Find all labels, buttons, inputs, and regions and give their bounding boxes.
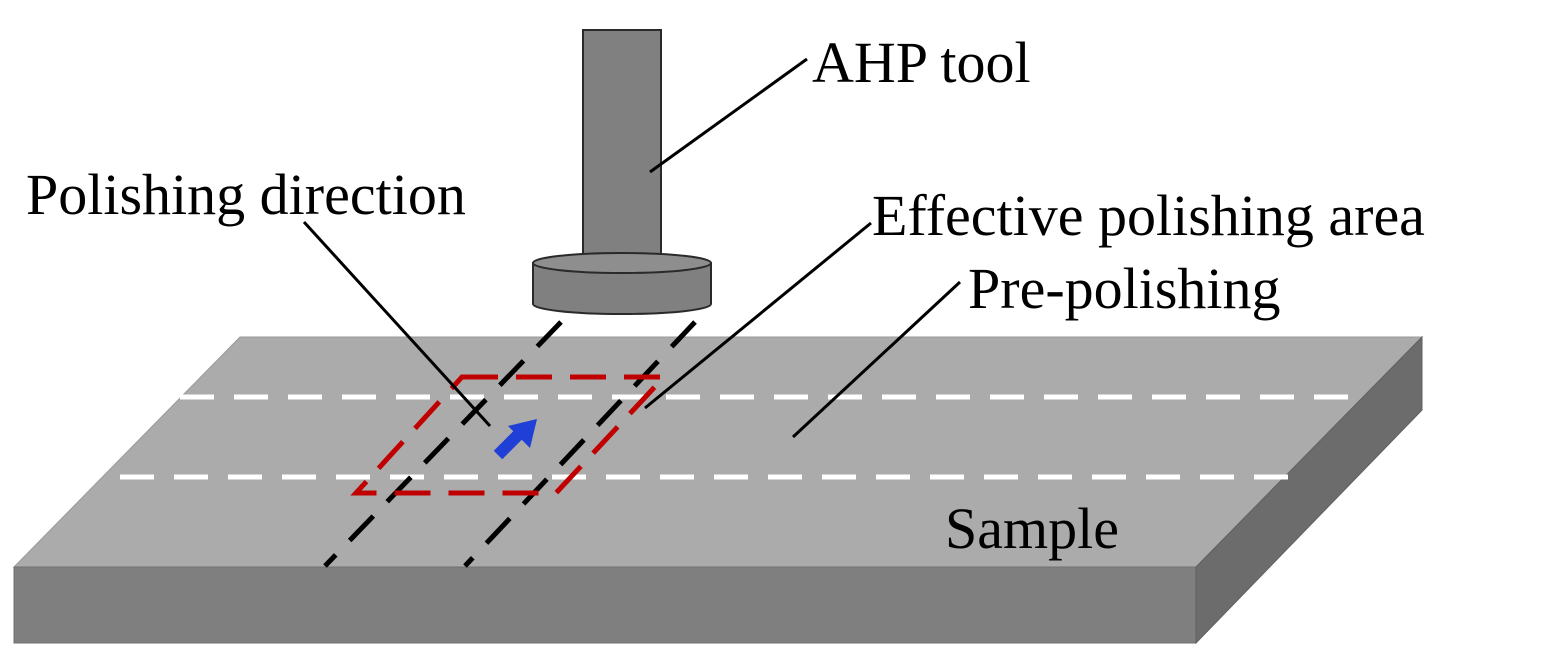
sample-front-face [13,566,1197,644]
leader-line-effective-area [644,221,872,410]
label-ahp-tool: AHP tool [812,30,1031,95]
effective-polishing-area-outline [350,374,670,496]
leader-line-tool [649,57,808,174]
tool-projection-lines [323,320,697,568]
polishing-direction-arrow-icon [493,419,537,460]
label-sample: Sample [945,496,1119,561]
leader-line-direction [302,220,492,428]
ahp-tool [532,29,712,315]
leader-lines [302,57,962,439]
sample-slab [12,335,1424,645]
tool-head-top [532,252,712,274]
pre-polishing-lines [120,394,1365,480]
label-polishing-direction: Polishing direction [26,162,466,227]
tool-projection-right [463,320,697,568]
label-pre-polishing: Pre-polishing [968,256,1281,321]
tool-shaft [582,29,662,267]
tool-projection-left [323,320,563,568]
tool-head-side [532,262,712,315]
label-effective-polishing-area: Effective polishing area [872,183,1425,248]
leader-line-pre-polishing [791,280,962,439]
sample-top-face [12,336,1424,568]
sample-side-face [1195,335,1423,645]
